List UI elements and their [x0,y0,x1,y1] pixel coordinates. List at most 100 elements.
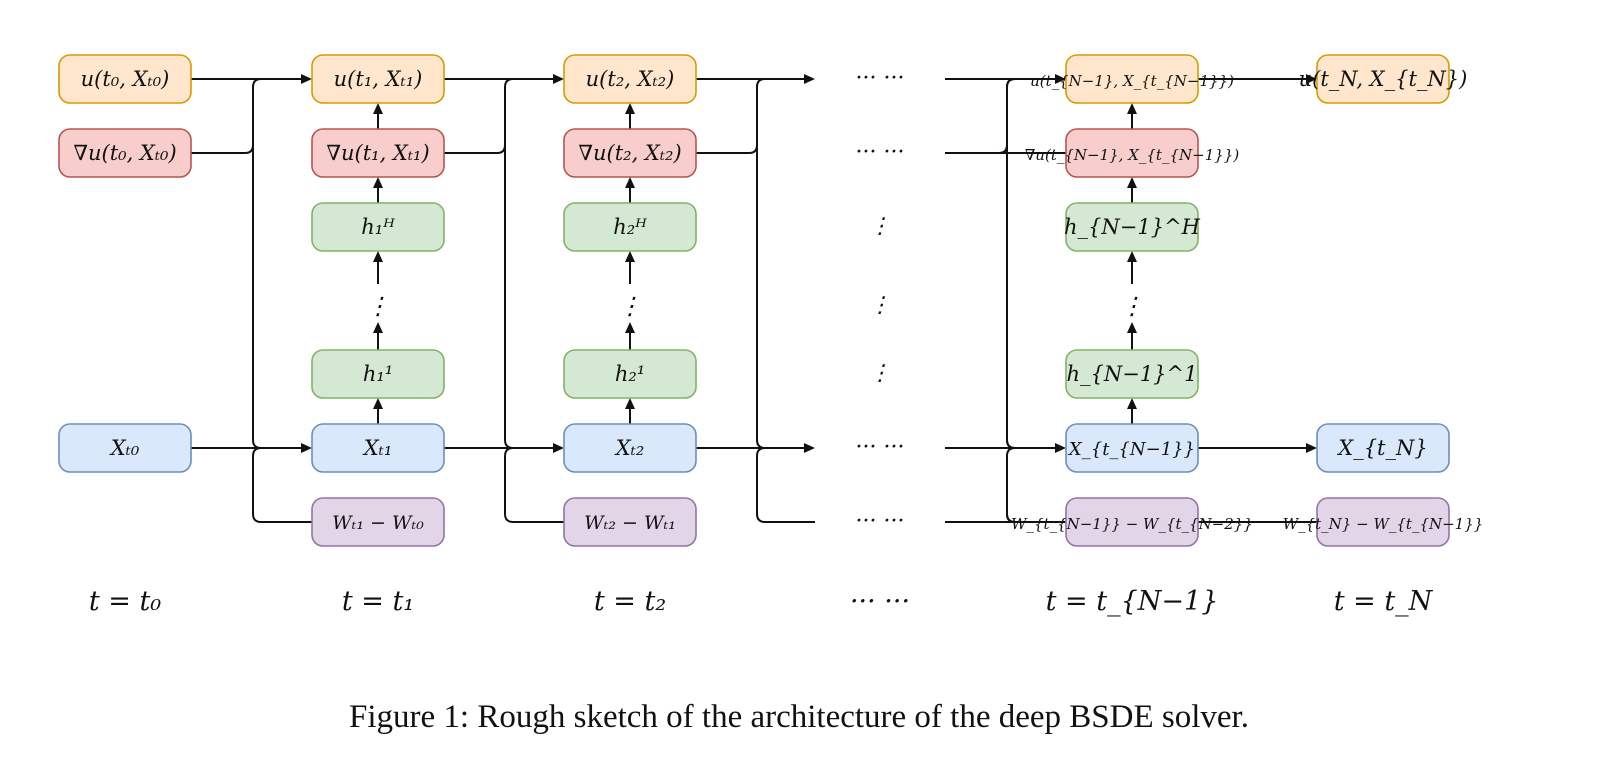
arrowhead [373,177,383,188]
state-node-tN-1-shape [1065,423,1199,473]
arrowhead [373,322,383,333]
vdots-t2: ⋮ [618,292,642,320]
state-node-t1: Xₜ₁ [311,423,445,473]
ellipsis-mark: ⋮ [869,293,891,318]
arrowhead [1127,398,1137,409]
grad-u-node-t0-label: ∇u(t₀, Xₜ₀) [73,141,176,165]
state-node-t2: Xₜ₂ [563,423,697,473]
arrowhead [301,74,312,84]
u-node-tN-1-label: u(t_{N−1}, X_{t_{N−1}}) [1030,72,1234,90]
vdots-t1: ⋮ [366,292,390,320]
grad-u-node-t1: ∇u(t₁, Xₜ₁) [311,128,445,178]
arrowhead [625,251,635,262]
state-node-tN-shape [1316,423,1450,473]
brownian-increment-node-tN-shape [1316,497,1450,547]
state-node-t2-label: Xₜ₂ [614,436,645,460]
bus-to-x-connector [1006,447,1016,457]
hidden-layer-1-t2-shape [563,349,697,399]
u-node-t1: u(t₁, Xₜ₁) [311,54,445,104]
arrowhead [625,322,635,333]
brownian-increment-node-t1: Wₜ₁ − Wₜ₀ [311,497,445,547]
bus-to-x-connector [504,447,514,457]
time-label-t2: t = t₂ [594,586,666,617]
u-node-tN: u(t_N, X_{t_N}) [1299,54,1468,104]
grad-u-node-t1-shape [311,128,445,178]
arrowhead [1306,443,1317,453]
figure-caption: Figure 1: Rough sketch of the architectu… [349,699,1249,735]
arrowhead [1306,74,1317,84]
u-node-tN-1-shape [1065,54,1199,104]
brownian-increment-node-tN-1-label: W_{t_{N−1}} − W_{t_{N−2}} [1011,515,1253,533]
hidden-layer-1-t2-label: h₂¹ [615,362,645,386]
bus-vertical [1006,87,1016,449]
arrowhead [301,443,312,453]
arrowhead [373,398,383,409]
time-label-t0: t = t₀ [89,586,161,617]
brownian-increment-node-tN-label: W_{t_N} − W_{t_{N−1}} [1283,515,1484,533]
hidden-layer-1-tN-1: h_{N−1}^1 [1065,349,1199,399]
state-node-t0-label: Xₜ₀ [109,436,140,460]
hidden-layer-H-tN-1-label: h_{N−1}^H [1064,215,1201,239]
arrowhead [373,103,383,114]
bus-to-w-connector [504,456,564,523]
arrowhead [625,398,635,409]
hidden-layer-H-t1-shape [311,202,445,252]
state-node-t1-label: Xₜ₁ [362,436,393,460]
hidden-layer-H-t1: h₁ᴴ [311,202,445,252]
brownian-increment-node-t1-shape [311,497,445,547]
brownian-increment-node-t2-label: Wₜ₂ − Wₜ₁ [584,512,676,534]
u-node-tN-1: u(t_{N−1}, X_{t_{N−1}}) [1030,54,1234,104]
ellipsis-mark: ⋮ [869,214,891,239]
connections [191,74,1317,523]
grad-u-node-t0-shape [58,128,192,178]
time-label-tN-1: t = t_{N−1} [1046,586,1219,617]
arrowhead [553,74,564,84]
brownian-increment-node-t1-label: Wₜ₁ − Wₜ₀ [332,512,424,534]
brownian-increment-node-tN-1: W_{t_{N−1}} − W_{t_{N−2}} [1011,497,1253,547]
hidden-layer-1-t1-shape [311,349,445,399]
grad-u-node-t1-label: ∇u(t₁, Xₜ₁) [326,141,429,165]
grad-to-u-connector [444,78,514,154]
time-label-gap: ··· ··· [850,586,910,617]
hidden-layer-1-tN-1-shape [1065,349,1199,399]
u-node-t0: u(t₀, Xₜ₀) [58,54,192,104]
ellipsis-mark: ··· ··· [856,435,905,460]
hidden-layer-1-t1-label: h₁¹ [363,362,393,386]
u-node-t2-label: u(t₂, Xₜ₂) [586,67,675,91]
bus-to-w-connector [252,456,312,523]
grad-to-u-connector [696,78,766,154]
state-node-t1-shape [311,423,445,473]
hidden-layer-1-t1: h₁¹ [311,349,445,399]
node-boxes: u(t₀, Xₜ₀) ∇u(t₀, Xₜ₀) Xₜ₀ u(t₁, Xₜ₁) ∇u(t₁,… [58,54,1484,547]
ellipsis-mark: ··· ··· [856,140,905,165]
ellipsis-mark: ··· ··· [856,509,905,534]
state-node-tN-1: X_{t_{N−1}} [1065,423,1199,473]
state-node-tN-1-label: X_{t_{N−1}} [1067,439,1195,460]
hidden-layer-H-t2-shape [563,202,697,252]
hidden-layer-H-t1-label: h₁ᴴ [361,215,395,239]
grad-to-u-connector [191,78,262,154]
bus-vertical [252,87,262,449]
arrowhead [1055,443,1066,453]
state-node-t0: Xₜ₀ [58,423,192,473]
hidden-layer-1-t2: h₂¹ [563,349,697,399]
hidden-layer-H-t2: h₂ᴴ [563,202,697,252]
brownian-increment-node-tN-1-shape [1065,497,1199,547]
state-node-tN-label: X_{t_N} [1336,436,1428,460]
u-node-t1-label: u(t₁, Xₜ₁) [334,67,423,91]
brownian-increment-node-t2: Wₜ₂ − Wₜ₁ [563,497,697,547]
ellipsis-mark: ··· ··· [856,66,905,91]
grad-u-node-t0: ∇u(t₀, Xₜ₀) [58,128,192,178]
arrowhead [373,251,383,262]
time-label-tN: t = t_N [1334,586,1434,617]
state-node-tN: X_{t_N} [1316,423,1450,473]
arrowhead [804,74,815,84]
u-node-tN-label: u(t_N, X_{t_N}) [1299,67,1468,91]
grad-u-node-tN-1-label: ∇u(t_{N−1}, X_{t_{N−1}}) [1025,146,1239,164]
grad-u-node-tN-1-shape [1065,128,1199,178]
bus-to-x-connector [756,447,766,457]
arrowhead [1127,251,1137,262]
ellipsis-mark: ⋮ [869,361,891,386]
